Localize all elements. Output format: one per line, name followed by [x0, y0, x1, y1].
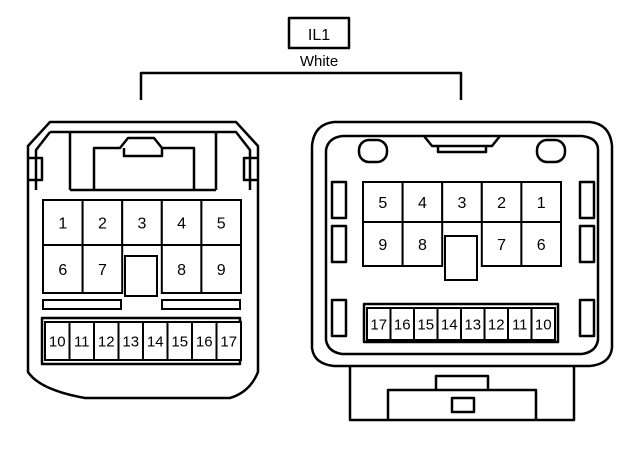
male-pin-number: 14 [147, 333, 164, 350]
connector-label: IL1 White [287, 16, 351, 70]
male-pin-cell [200, 244, 242, 294]
male-pin-cell [121, 199, 163, 246]
male-pin: 8 [160, 244, 203, 294]
female-pin: 5 [362, 181, 404, 223]
male-pin-cell [117, 321, 144, 361]
male-pin-number: 10 [49, 333, 66, 350]
female-pin-number: 6 [537, 237, 546, 254]
male-pin: 4 [160, 199, 203, 246]
female-pin-number: 13 [464, 316, 481, 333]
male-pin-cell [93, 321, 120, 361]
male-pin-number: 9 [217, 262, 226, 279]
female-pin: 17 [366, 307, 392, 341]
female-pin: 3 [441, 181, 483, 223]
male-pin-number: 5 [217, 215, 226, 232]
female-pin: 10 [530, 307, 556, 341]
female-pin-number: 14 [441, 316, 458, 333]
female-pin-number: 12 [488, 316, 505, 333]
female-key-block [444, 235, 478, 281]
male-pin-number: 12 [98, 333, 115, 350]
female-pin: 9 [362, 221, 404, 267]
female-pin: 6 [520, 221, 563, 267]
female-pin-number: 2 [497, 195, 506, 212]
female-pin: 14 [436, 307, 462, 341]
female-pin: 11 [507, 307, 533, 341]
female-pin: 8 [401, 221, 444, 267]
male-pin-number: 8 [177, 262, 186, 279]
male-pin-cell [42, 199, 84, 246]
female-pin: 15 [413, 307, 439, 341]
female-pin: 13 [460, 307, 486, 341]
male-pin-cell [166, 321, 193, 361]
male-pin: 12 [93, 321, 120, 361]
female-pin: 12 [483, 307, 509, 341]
male-pin: 1 [42, 199, 84, 246]
male-pin: 16 [191, 321, 218, 361]
male-pin: 6 [42, 244, 84, 294]
male-pin-number: 11 [74, 333, 90, 350]
female-pin-cell [480, 181, 523, 223]
male-pin-number: 17 [220, 333, 237, 350]
male-pin-cell [200, 199, 242, 246]
male-pin: 11 [68, 321, 95, 361]
connector-color: White [300, 53, 338, 70]
female-pin-number: 9 [378, 237, 387, 254]
male-connector-housing [26, 120, 260, 400]
female-pin: 16 [389, 307, 415, 341]
male-pin-number: 15 [171, 333, 188, 350]
connector-code: IL1 [308, 27, 330, 44]
male-pin: 7 [81, 244, 124, 294]
female-pin-cell [441, 181, 483, 223]
male-pin: 14 [142, 321, 169, 361]
female-pin-number: 15 [417, 316, 434, 333]
male-pin: 13 [117, 321, 144, 361]
male-pin-number: 2 [98, 215, 107, 232]
female-pin-number: 3 [458, 195, 467, 212]
female-pin-cell [530, 307, 556, 341]
female-pin: 4 [401, 181, 444, 223]
female-pin-number: 1 [537, 195, 546, 212]
male-pin-number: 4 [177, 215, 186, 232]
female-pin-number: 17 [370, 316, 387, 333]
male-pin-cell [42, 244, 84, 294]
female-pin-number: 7 [497, 237, 506, 254]
female-pin-number: 10 [535, 316, 552, 333]
male-pin-number: 13 [122, 333, 139, 350]
female-pin-number: 11 [512, 316, 528, 333]
male-pin: 2 [81, 199, 124, 246]
female-pin-number: 5 [378, 195, 387, 212]
male-pin-cell [215, 321, 242, 361]
male-pin: 9 [200, 244, 242, 294]
female-pin: 7 [480, 221, 523, 267]
male-pin: 15 [166, 321, 193, 361]
male-pin: 5 [200, 199, 242, 246]
male-pin-number: 3 [138, 215, 147, 232]
bracket-line [139, 71, 463, 100]
female-pin-number: 16 [394, 316, 411, 333]
male-pin-cell [81, 244, 124, 294]
female-pin-number: 8 [418, 237, 427, 254]
male-pin-cell [160, 244, 203, 294]
female-pin-cell [520, 221, 563, 267]
male-pin-number: 16 [196, 333, 213, 350]
female-connector-housing [310, 120, 614, 422]
male-pin-number: 7 [98, 262, 107, 279]
male-pin: 10 [44, 321, 71, 361]
male-pin-cell [68, 321, 95, 361]
male-pin-number: 1 [58, 215, 67, 232]
female-pin-cell [520, 181, 563, 223]
male-pin: 17 [215, 321, 242, 361]
male-pin-number: 6 [58, 262, 67, 279]
female-pin: 2 [480, 181, 523, 223]
male-key-block [124, 255, 158, 297]
female-pin-number: 4 [418, 195, 427, 212]
male-pin: 3 [121, 199, 163, 246]
female-pin-cell [401, 221, 444, 267]
female-pin: 1 [520, 181, 563, 223]
connector-code-box [287, 16, 351, 50]
